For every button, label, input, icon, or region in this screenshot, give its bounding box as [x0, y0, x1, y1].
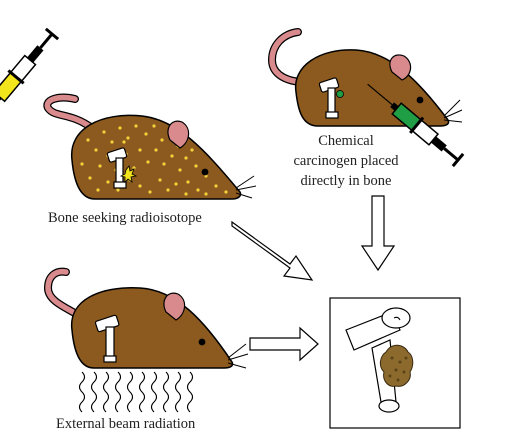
mouse-ear — [163, 292, 186, 321]
caption-chemical-line1: Chemical — [318, 133, 374, 149]
femur-bone-icon — [106, 147, 128, 189]
caption-external-beam: External beam radiation — [56, 416, 196, 432]
mouse-eye — [198, 338, 206, 346]
mouse-whiskers — [227, 343, 249, 369]
mouse-eye — [201, 168, 209, 176]
mouse-whiskers — [235, 175, 257, 199]
syringe-icon — [0, 27, 60, 104]
bone-tumor-icon — [336, 90, 344, 98]
mouse-whiskers — [443, 99, 463, 123]
mouse-tail-fill — [44, 94, 95, 131]
caption-radioisotope: Bone seeking radioisotope — [48, 210, 202, 226]
wavy-radiation-icon — [78, 371, 194, 413]
radioisotope-mouse — [43, 93, 257, 200]
mouse-ear — [167, 120, 190, 149]
mouse-eye — [416, 96, 424, 104]
external-beam-mouse — [43, 267, 249, 369]
result-panel — [329, 297, 461, 429]
caption-chemical-line2: carcinogen placed — [293, 153, 399, 169]
hollow-arrow-icon — [360, 195, 396, 272]
syringe-icon — [367, 83, 465, 168]
caption-chemical-line3: directly in bone — [300, 173, 391, 189]
mouse-tail-fill — [45, 268, 87, 321]
hollow-arrow-icon — [231, 220, 314, 281]
femur-bone-icon — [318, 77, 340, 119]
caption-chemical: Chemical carcinogen placed directly in b… — [293, 133, 399, 189]
tumor-texture — [388, 356, 408, 382]
hollow-arrow-icon — [249, 326, 319, 362]
femur-bone-icon — [94, 314, 120, 363]
mouse-tail-fill — [269, 29, 303, 85]
bone-tumor-icon — [119, 165, 138, 183]
chemical-mouse — [267, 28, 463, 127]
mouse-body — [71, 287, 234, 369]
mouse-ear — [389, 54, 412, 81]
mouse-body — [71, 114, 242, 200]
bone-tumor-icon — [379, 344, 414, 387]
